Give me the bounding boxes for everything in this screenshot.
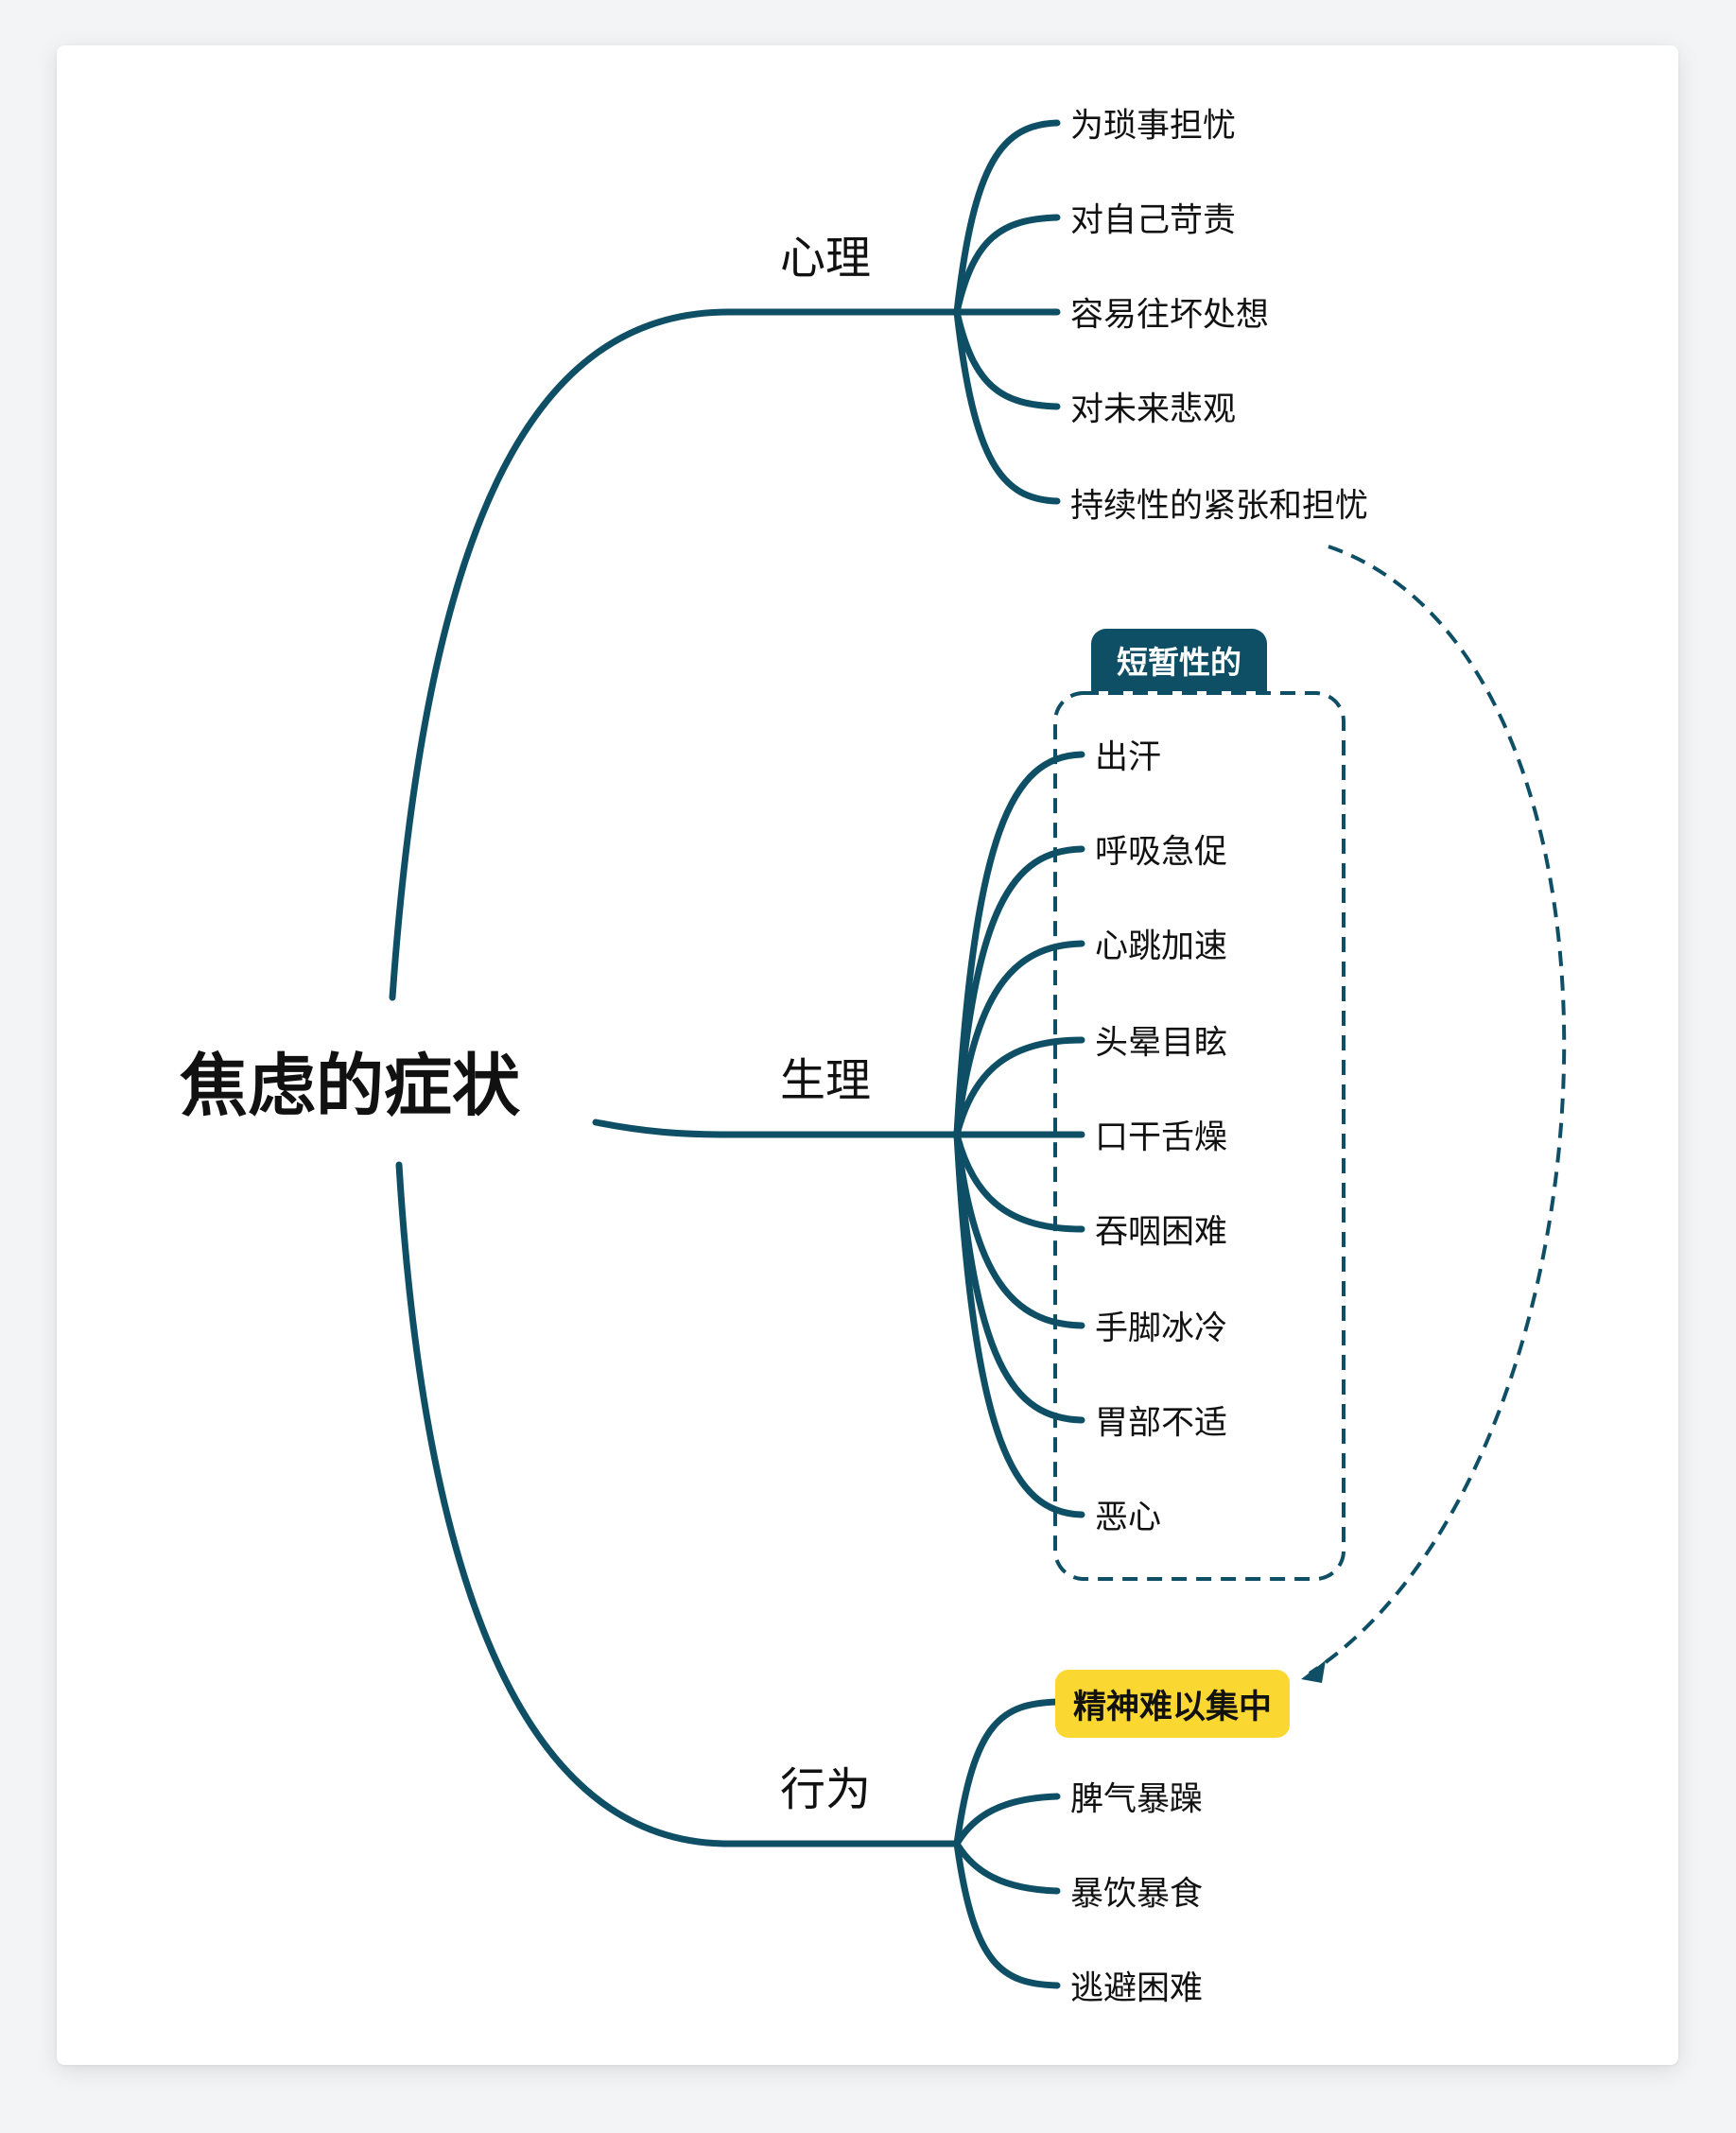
connector-psych-2: [953, 214, 1061, 316]
leaf-psych-5[interactable]: 持续性的紧张和担忧: [1070, 487, 1369, 526]
leaf-phys-9[interactable]: 恶心: [1095, 1499, 1162, 1537]
leaf-phys-7[interactable]: 手脚冰冷: [1095, 1309, 1228, 1348]
leaf-phys-8[interactable]: 胃部不适: [1095, 1404, 1228, 1443]
leaf-psych-1[interactable]: 为琐事担忧: [1070, 107, 1237, 146]
connector-phys-9: [953, 1131, 1085, 1518]
connector-psych-5: [953, 308, 1061, 505]
connector-behav-4: [953, 1840, 1061, 1989]
leaf-psych-4[interactable]: 对未来悲观: [1070, 390, 1237, 429]
connector-behav-2: [953, 1793, 1061, 1847]
connector-psych-4: [953, 308, 1061, 410]
leaf-phys-5[interactable]: 口干舌燥: [1095, 1119, 1228, 1157]
branch-phys[interactable]: 生理: [780, 1054, 872, 1107]
leaf-behav-1-highlighted[interactable]: 精神难以集中: [1055, 1670, 1290, 1738]
connector-phys-4: [953, 1036, 1085, 1138]
group-box: [1053, 691, 1345, 1581]
leaf-phys-3[interactable]: 心跳加速: [1095, 928, 1228, 966]
root-topic[interactable]: 焦虑的症状: [180, 1046, 521, 1126]
leaf-psych-2[interactable]: 对自己苛责: [1070, 201, 1237, 240]
relation-arrow: [1308, 545, 1567, 1675]
leaf-behav-3[interactable]: 暴饮暴食: [1070, 1875, 1204, 1914]
leaf-phys-4[interactable]: 头晕目眩: [1095, 1024, 1228, 1063]
connector-behav-1: [953, 1698, 1061, 1847]
leaf-phys-2[interactable]: 呼吸急促: [1095, 833, 1228, 872]
relation-arrowhead: [1301, 1660, 1326, 1683]
leaf-psych-3[interactable]: 容易往坏处想: [1070, 296, 1270, 335]
connector-root-psych: [389, 308, 961, 1001]
leaf-behav-2[interactable]: 脾气暴躁: [1070, 1780, 1204, 1819]
connector-behav-3: [953, 1840, 1061, 1895]
connector-root-phys: [592, 1119, 961, 1138]
connector-root-behav: [395, 1161, 961, 1847]
leaf-phys-6[interactable]: 吞咽困难: [1095, 1213, 1228, 1252]
mindmap-card: [57, 45, 1678, 2065]
group-tag-temporary[interactable]: 短暂性的: [1091, 629, 1267, 691]
connector-psych-1: [953, 119, 1061, 316]
leaf-behav-4[interactable]: 逃避困难: [1070, 1969, 1204, 2008]
leaf-phys-1[interactable]: 出汗: [1095, 738, 1162, 777]
connector-phys-6: [953, 1131, 1085, 1233]
branch-behav[interactable]: 行为: [780, 1763, 872, 1816]
branch-psych[interactable]: 心理: [780, 232, 872, 285]
